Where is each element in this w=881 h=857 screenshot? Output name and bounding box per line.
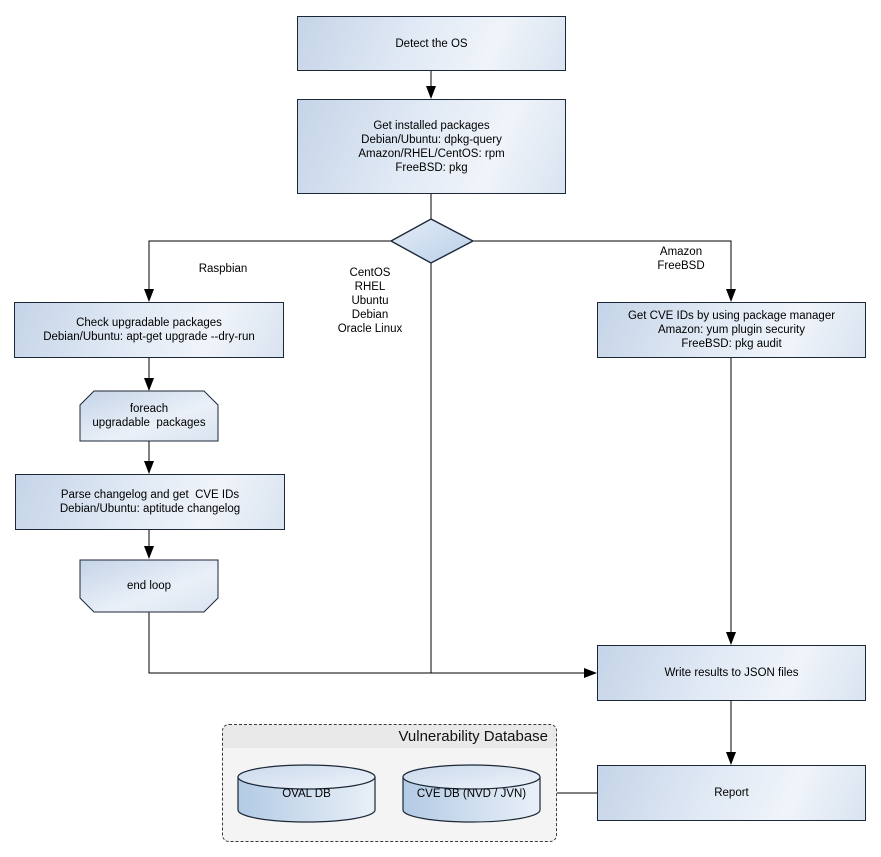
edge-label-text: Debian — [351, 309, 389, 321]
edge-label-text: CentOS — [349, 267, 391, 279]
os-decision-diamond — [389, 218, 475, 264]
vulnerability-database-header: Vulnerability Database — [223, 725, 556, 748]
foreach-loop-shape — [79, 390, 219, 442]
node-text: Debian/Ubuntu: apt-get upgrade --dry-run — [43, 331, 255, 343]
branch-label-centos-rhel-ubuntu-debian-oracle: CentOS RHEL Ubuntu Debian Oracle Linux — [315, 266, 425, 336]
cve-db-label: CVE DB (NVD / JVN) — [403, 787, 540, 801]
node-detect-os: Detect the OS — [297, 16, 566, 71]
node-write-results: Write results to JSON files — [597, 645, 866, 701]
node-text: Parse changelog and get CVE IDs — [60, 489, 240, 501]
node-foreach-loop-label: foreach upgradable packages — [80, 391, 218, 441]
oval-db-label: OVAL DB — [238, 787, 375, 801]
edge-label-text: Raspbian — [198, 263, 248, 275]
node-report: Report — [597, 765, 866, 821]
oval-db-cylinder-body — [237, 776, 376, 823]
edge-label-text: Oracle Linux — [337, 323, 403, 335]
node-text: foreach — [129, 403, 169, 415]
edge-label-text: RHEL — [354, 281, 386, 293]
branch-label-raspbian: Raspbian — [178, 262, 268, 276]
node-get-cve-ids: Get CVE IDs by using package manager Ama… — [597, 302, 866, 358]
cve-db-cylinder-top — [402, 764, 541, 790]
node-text: Debian/Ubuntu: dpkg-query — [361, 133, 502, 146]
node-text: Detect the OS — [395, 37, 468, 50]
edge-label-text: FreeBSD — [657, 260, 705, 272]
connector-decision-to-check-upgradable — [144, 240, 391, 302]
node-text: Check upgradable packages — [76, 317, 222, 329]
edge-label-text: Ubuntu — [351, 295, 389, 307]
oval-db-cylinder-top — [237, 764, 376, 790]
cylinder-text: CVE DB (NVD / JVN) — [416, 788, 527, 800]
end-loop-shape — [79, 559, 219, 613]
node-get-installed-packages: Get installed packages Debian/Ubuntu: dp… — [297, 99, 566, 194]
node-text: Amazon: yum plugin security — [657, 324, 805, 336]
node-text: FreeBSD: pkg — [395, 161, 468, 174]
node-check-upgradable-packages: Check upgradable packages Debian/Ubuntu:… — [14, 302, 284, 358]
node-text: Amazon/RHEL/CentOS: rpm — [358, 147, 505, 160]
node-end-loop-label: end loop — [80, 560, 218, 612]
node-text: Report — [714, 787, 749, 799]
node-parse-changelog: Parse changelog and get CVE IDs Debian/U… — [15, 474, 285, 530]
node-text: Debian/Ubuntu: aptitude changelog — [59, 503, 241, 515]
connector-decision-to-get-cve — [473, 240, 736, 302]
edge-label-text: Amazon — [659, 246, 703, 258]
vulnerability-database-title: Vulnerability Database — [398, 728, 548, 745]
cve-db-cylinder-body — [402, 776, 541, 823]
cylinder-text: OVAL DB — [282, 788, 331, 800]
node-text: end loop — [126, 580, 172, 592]
node-text: Write results to JSON files — [664, 667, 799, 679]
node-text: FreeBSD: pkg audit — [681, 338, 782, 350]
connector-endloop-to-write-results — [148, 612, 597, 678]
node-text: Get CVE IDs by using package manager — [627, 310, 836, 322]
branch-label-amazon-freebsd: Amazon FreeBSD — [640, 245, 722, 273]
node-text: upgradable packages — [92, 417, 206, 429]
node-text: Get installed packages — [373, 119, 490, 132]
